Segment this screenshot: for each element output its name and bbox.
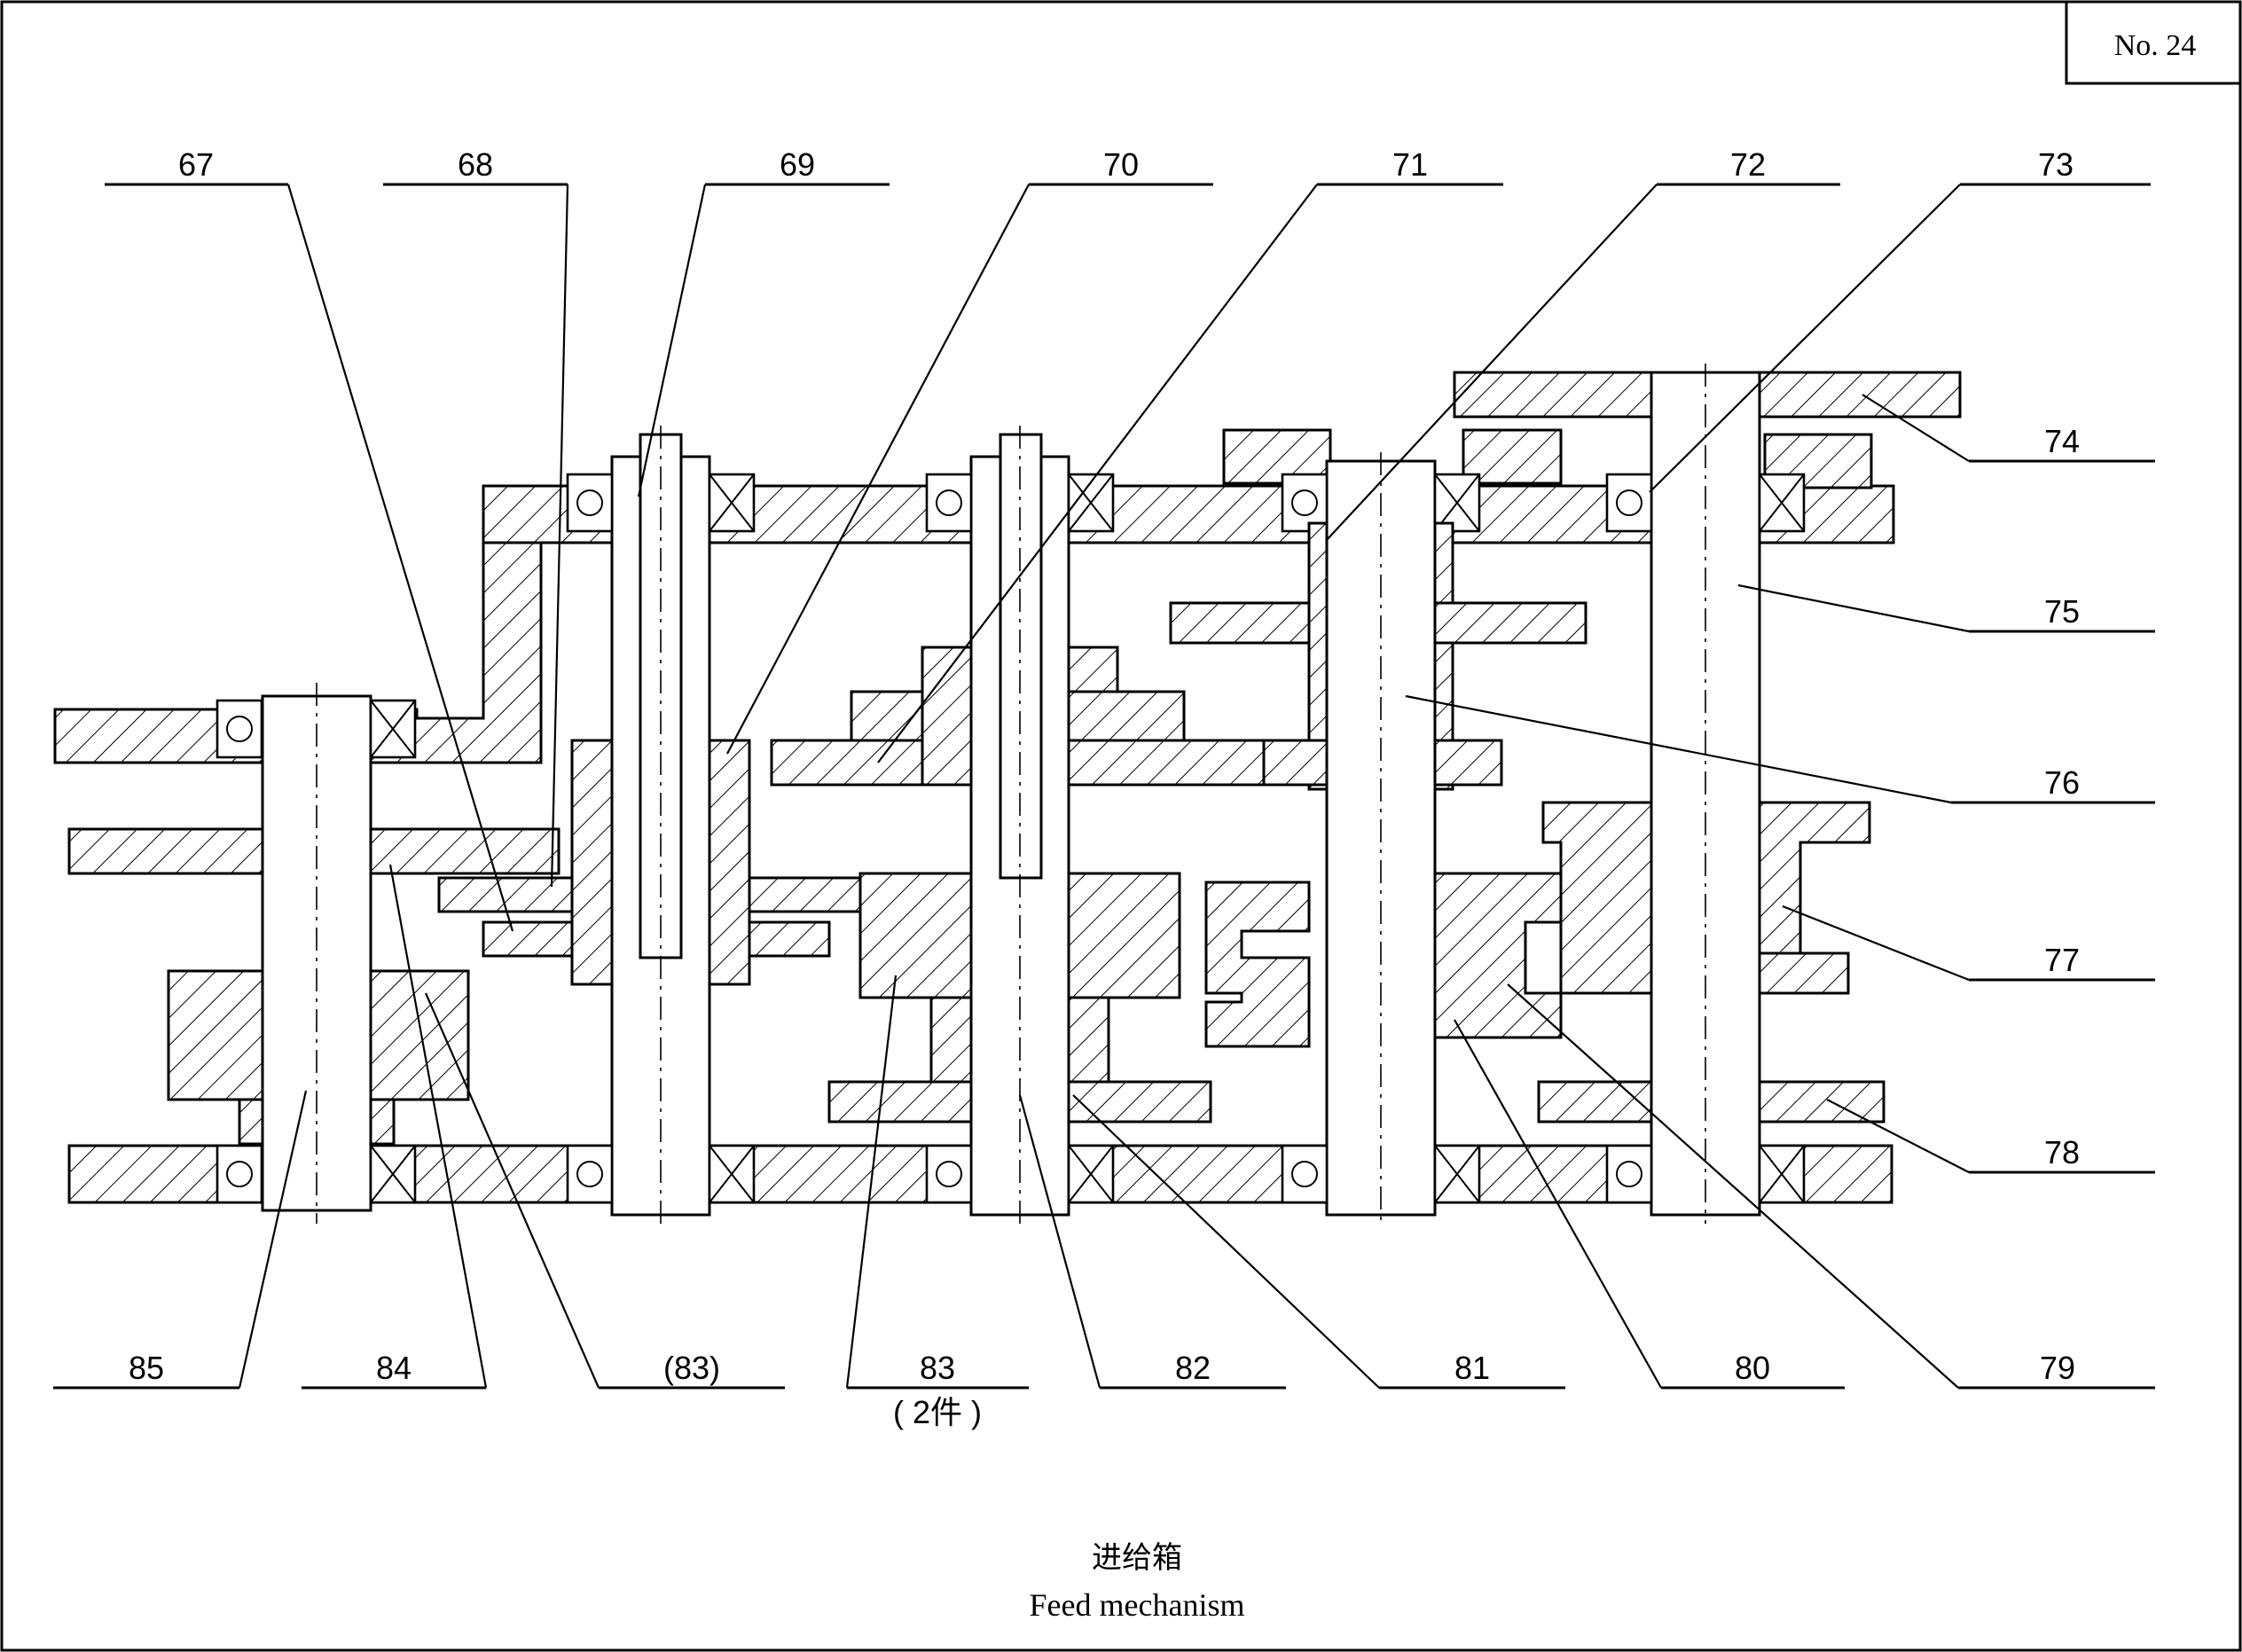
shafts — [261, 364, 1761, 1224]
gears — [67, 371, 1962, 1146]
label-75: 75 — [2044, 593, 2080, 630]
sheet-number: No. 24 — [2114, 29, 2197, 62]
label-78: 78 — [2044, 1134, 2080, 1170]
label-76: 76 — [2044, 764, 2080, 801]
leader-lines — [53, 183, 2155, 1390]
label-83-ref: (83) — [663, 1350, 720, 1386]
label-69: 69 — [780, 146, 815, 183]
label-67: 67 — [178, 146, 214, 183]
label-82: 82 — [1175, 1350, 1211, 1386]
label-71: 71 — [1392, 146, 1428, 183]
labels-top: 67 68 69 70 71 72 73 — [178, 146, 2073, 183]
label-83-note: ( 2件 ) — [893, 1394, 982, 1430]
label-73: 73 — [2038, 146, 2073, 183]
caption-zh: 进给箱 — [1092, 1540, 1182, 1576]
labels-bottom: 85 84 (83) 83 82 81 80 79 ( 2件 ) — [129, 1350, 2075, 1430]
caption-en: Feed mechanism — [1030, 1587, 1245, 1623]
sheet-number-box: No. 24 — [2065, 0, 2242, 85]
label-72: 72 — [1730, 146, 1766, 183]
label-80: 80 — [1735, 1350, 1770, 1386]
label-68: 68 — [458, 146, 493, 183]
bearings — [216, 473, 1806, 1204]
label-83: 83 — [920, 1350, 955, 1386]
label-81: 81 — [1454, 1350, 1490, 1386]
labels-right: 74 75 76 77 78 — [2044, 423, 2080, 1170]
label-84: 84 — [376, 1350, 412, 1386]
label-77: 77 — [2044, 942, 2080, 978]
label-70: 70 — [1103, 146, 1139, 183]
caption: 进给箱 Feed mechanism — [1030, 1540, 1245, 1623]
label-85: 85 — [129, 1350, 164, 1386]
label-79: 79 — [2040, 1350, 2075, 1386]
label-74: 74 — [2044, 423, 2080, 459]
